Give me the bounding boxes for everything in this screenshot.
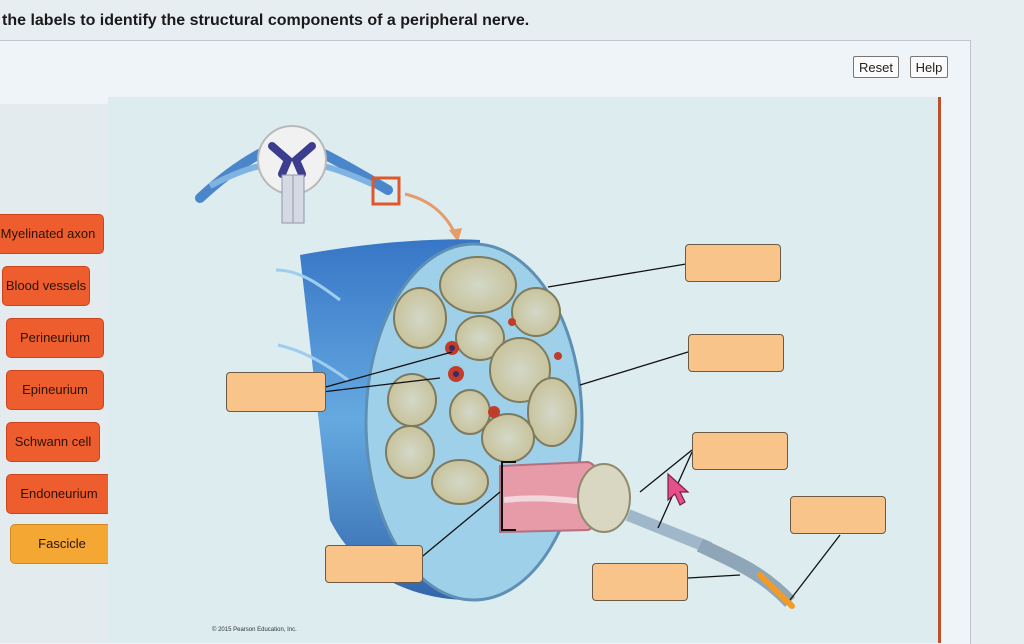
- help-button[interactable]: Help: [910, 56, 948, 78]
- mouse-cursor-icon: [667, 472, 690, 506]
- drop-target-1[interactable]: [685, 244, 781, 282]
- label-perineurium[interactable]: Perineurium: [6, 318, 104, 358]
- label-blood-vessels[interactable]: Blood vessels: [2, 266, 90, 306]
- label-bank: Myelinated axon Blood vessels Perineuriu…: [0, 104, 114, 643]
- label-myelinated-axon[interactable]: Myelinated axon: [0, 214, 104, 254]
- spinal-cord-icon: [195, 125, 393, 224]
- label-schwann-cell[interactable]: Schwann cell: [6, 422, 100, 462]
- arrow-icon: [449, 228, 462, 242]
- label-endoneurium[interactable]: Endoneurium: [6, 474, 112, 514]
- zoom-box-icon: [371, 176, 401, 206]
- drop-target-2[interactable]: [688, 334, 784, 372]
- label-epineurium[interactable]: Epineurium: [6, 370, 104, 410]
- drop-target-7[interactable]: [592, 563, 688, 601]
- label-fascicle[interactable]: Fascicle: [10, 524, 114, 564]
- instruction-text: the labels to identify the structural co…: [2, 12, 530, 29]
- drop-target-6[interactable]: [325, 545, 423, 583]
- copyright-text: © 2015 Pearson Education, Inc.: [212, 627, 297, 633]
- drop-target-3[interactable]: [226, 372, 326, 412]
- drop-target-4[interactable]: [692, 432, 788, 470]
- drop-target-5[interactable]: [790, 496, 886, 534]
- reset-button[interactable]: Reset: [853, 56, 899, 78]
